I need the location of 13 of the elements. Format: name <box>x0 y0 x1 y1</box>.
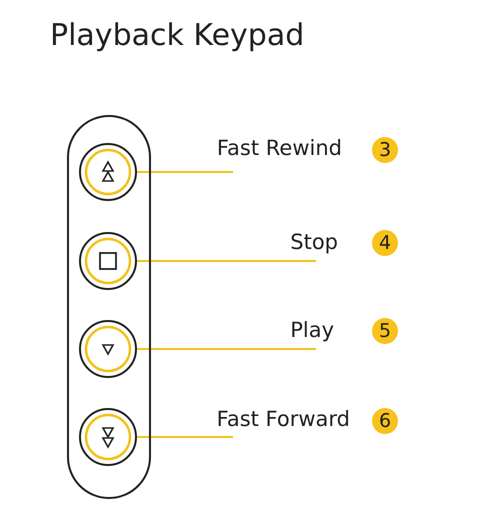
diagram-title: Playback Keypad <box>50 18 304 53</box>
button-label: Play <box>260 316 334 346</box>
leader-line <box>136 348 316 350</box>
callout-number: 3 <box>372 137 398 163</box>
leader-line <box>136 171 233 173</box>
callout-number: 6 <box>372 408 398 434</box>
callout-number: 4 <box>372 230 398 256</box>
button-label: Fast Rewind <box>190 134 342 164</box>
button-label: Fast Forward <box>190 405 350 435</box>
callout-number: 5 <box>372 318 398 344</box>
leader-line <box>136 436 233 438</box>
leader-line <box>136 260 316 262</box>
button-label: Stop <box>260 228 338 258</box>
